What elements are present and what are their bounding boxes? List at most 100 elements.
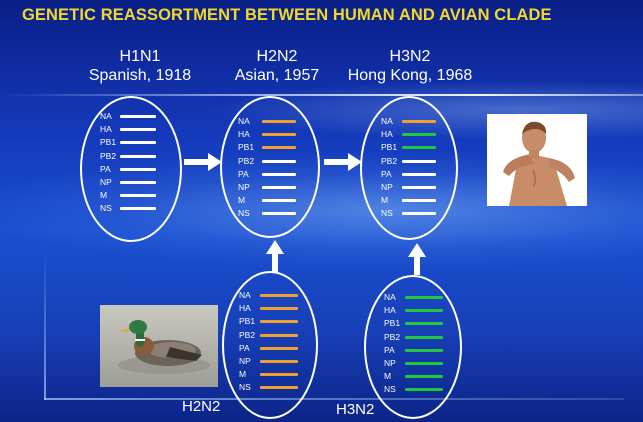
segment-bar-ha (120, 128, 156, 131)
segment-row-pb1: PB1 (381, 141, 501, 154)
segment-row-pb2: PB2 (238, 155, 358, 168)
segment-bar-ha (402, 133, 436, 136)
segment-label-np: NP (381, 181, 393, 194)
segment-bar-na (260, 294, 298, 297)
segment-row-ns: NS (381, 207, 501, 220)
segment-label-na: NA (100, 110, 112, 123)
segment-row-na: NA (384, 291, 504, 304)
segment-bar-np (120, 181, 156, 184)
segment-label-ha: HA (238, 128, 250, 141)
segment-label-pb1: PB1 (384, 317, 400, 330)
segment-row-pb1: PB1 (100, 136, 220, 149)
segment-bar-pb1 (262, 146, 296, 149)
segment-row-np: NP (384, 357, 504, 370)
segment-row-ha: HA (381, 128, 501, 141)
segment-row-ha: HA (384, 304, 504, 317)
segment-label-pb2: PB2 (239, 329, 255, 342)
up-arrow-icon (266, 240, 284, 272)
segment-label-pa: PA (384, 344, 395, 357)
segment-row-pa: PA (100, 163, 220, 176)
segment-bar-pb2 (262, 160, 296, 163)
segment-row-pa: PA (384, 344, 504, 357)
segment-row-na: NA (238, 115, 358, 128)
segment-label-pa: PA (239, 342, 250, 355)
segment-bar-ns (402, 212, 436, 215)
segment-bar-pb2 (260, 334, 298, 337)
segment-bar-na (402, 120, 436, 123)
segment-bar-pb1 (120, 141, 156, 144)
segment-label-ha: HA (100, 123, 112, 136)
slide-title: GENETIC REASSORTMENT BETWEEN HUMAN AND A… (22, 6, 643, 25)
segment-bar-ns (260, 386, 298, 389)
segment-bar-pa (402, 173, 436, 176)
segment-bar-ns (405, 388, 443, 391)
segment-row-na: NA (100, 110, 220, 123)
segment-row-pb1: PB1 (384, 317, 504, 330)
segment-label-ns: NS (100, 202, 112, 215)
segment-label-pa: PA (381, 168, 392, 181)
segment-label-na: NA (239, 289, 251, 302)
avian-h3n2-label: H3N2 (336, 401, 374, 418)
segment-bar-pa (262, 173, 296, 176)
segment-label-ha: HA (384, 304, 396, 317)
segment-bar-na (120, 115, 156, 118)
segment-label-pb1: PB1 (100, 136, 116, 149)
segment-bar-pa (260, 347, 298, 350)
segment-bar-ha (405, 309, 443, 312)
segment-label-pb2: PB2 (384, 331, 400, 344)
segment-row-na: NA (381, 115, 501, 128)
duck-photo (100, 305, 218, 387)
segment-row-pa: PA (238, 168, 358, 181)
segment-label-ns: NS (384, 383, 396, 396)
segment-row-pb1: PB1 (239, 315, 359, 328)
segment-row-ns: NS (238, 207, 358, 220)
segment-row-ha: HA (239, 302, 359, 315)
h1n1-origin: Spanish, 1918 (60, 66, 220, 85)
h3n2-name: H3N2 (330, 47, 490, 66)
segment-row-pb2: PB2 (100, 150, 220, 163)
segment-bar-pa (405, 349, 443, 352)
segment-label-np: NP (100, 176, 112, 189)
segment-row-np: NP (239, 355, 359, 368)
segment-label-na: NA (381, 115, 393, 128)
segment-bar-m (262, 199, 296, 202)
human-runner-photo (487, 114, 587, 206)
segment-bar-ha (260, 307, 298, 310)
segment-label-ha: HA (239, 302, 251, 315)
segment-bar-na (262, 120, 296, 123)
segment-row-m: M (100, 189, 220, 202)
avian-h2n2-label: H2N2 (182, 398, 220, 415)
segment-label-np: NP (238, 181, 250, 194)
segment-label-na: NA (384, 291, 396, 304)
segment-bar-pb1 (260, 320, 298, 323)
left-accent-line (44, 250, 46, 400)
segment-bar-ns (120, 207, 156, 210)
segment-row-na: NA (239, 289, 359, 302)
segment-bar-m (260, 373, 298, 376)
segment-bar-pb2 (405, 336, 443, 339)
segment-label-ns: NS (238, 207, 250, 220)
segment-row-m: M (239, 368, 359, 381)
up-arrow-icon (408, 243, 426, 275)
segment-row-pb2: PB2 (384, 331, 504, 344)
segment-row-np: NP (238, 181, 358, 194)
segment-row-np: NP (381, 181, 501, 194)
h1n1-name: H1N1 (60, 47, 220, 66)
segment-bar-na (405, 296, 443, 299)
segment-bar-pb2 (120, 155, 156, 158)
segment-row-m: M (384, 370, 504, 383)
segment-row-ns: NS (100, 202, 220, 215)
segment-label-ns: NS (239, 381, 251, 394)
segment-label-pa: PA (238, 168, 249, 181)
segment-row-pa: PA (239, 342, 359, 355)
h3n2-header: H3N2 Hong Kong, 1968 (330, 47, 490, 85)
segment-label-na: NA (238, 115, 250, 128)
segment-row-m: M (381, 194, 501, 207)
segment-bar-pb1 (405, 322, 443, 325)
segment-bar-m (120, 194, 156, 197)
segment-row-np: NP (100, 176, 220, 189)
segment-row-ha: HA (100, 123, 220, 136)
segment-label-pb1: PB1 (238, 141, 254, 154)
segment-bar-m (402, 199, 436, 202)
segment-row-pb1: PB1 (238, 141, 358, 154)
